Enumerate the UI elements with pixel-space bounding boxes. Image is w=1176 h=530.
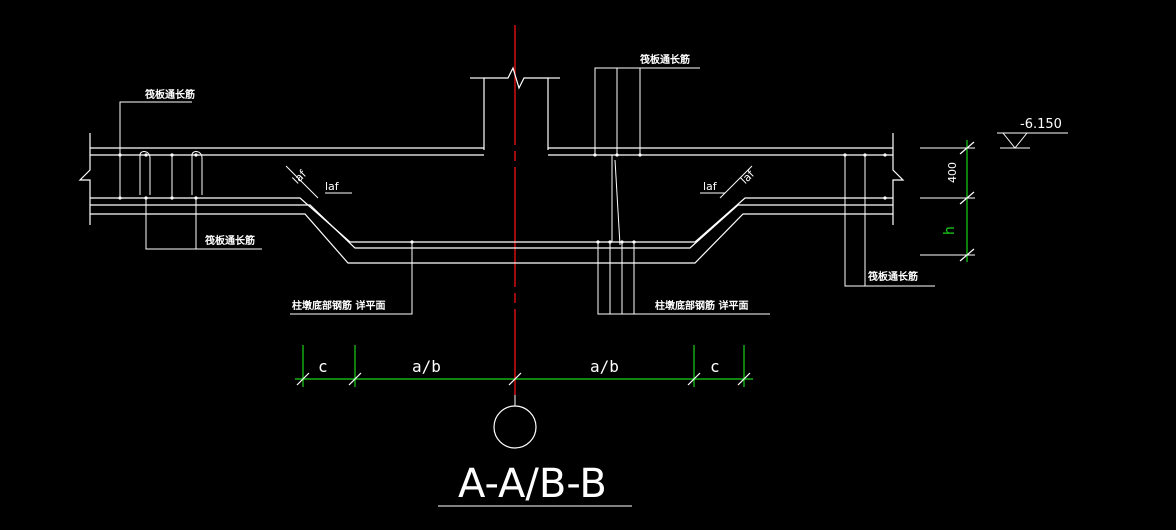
dim-h: h [942,226,958,235]
dim-right-c: c [710,357,720,376]
label-raft-long-bar-top-right: 筏板通长筋 [640,53,690,66]
label-laf-slant-left: laf [290,167,310,187]
axis-bubble [493,405,537,449]
column-stub [470,66,560,150]
label-raft-long-bar-bottom-left: 筏板通长筋 [205,234,255,247]
label-laf-right: laf [703,180,718,193]
label-laf-left: laf [325,180,340,193]
raft-slab-outline [78,133,905,264]
elevation-text: -6.150 [1020,117,1062,132]
label-pier-bottom-rebar-right: 柱墩底部钢筋 详平面 [655,299,748,312]
left-stirrups [119,151,203,198]
vertical-dimension: 400 h [920,140,975,262]
dim-400: 400 [946,162,959,183]
label-raft-long-bar-bottom-right: 筏板通长筋 [868,270,918,283]
dim-left-ab: a/b [412,357,441,376]
horizontal-dimension: c a/b a/b c [295,345,753,387]
dim-right-ab: a/b [590,357,619,376]
section-title: A-A/B-B [458,461,607,507]
leader-lines [119,67,935,315]
dim-left-c: c [318,357,328,376]
elevation-marker: -6.150 [997,117,1068,149]
laf-slant-marks [285,165,753,199]
label-raft-long-bar-top-left: 筏板通长筋 [145,88,195,101]
label-pier-bottom-rebar-left: 柱墩底部钢筋 详平面 [292,299,385,312]
label-laf-slant-right: laf [738,167,758,187]
